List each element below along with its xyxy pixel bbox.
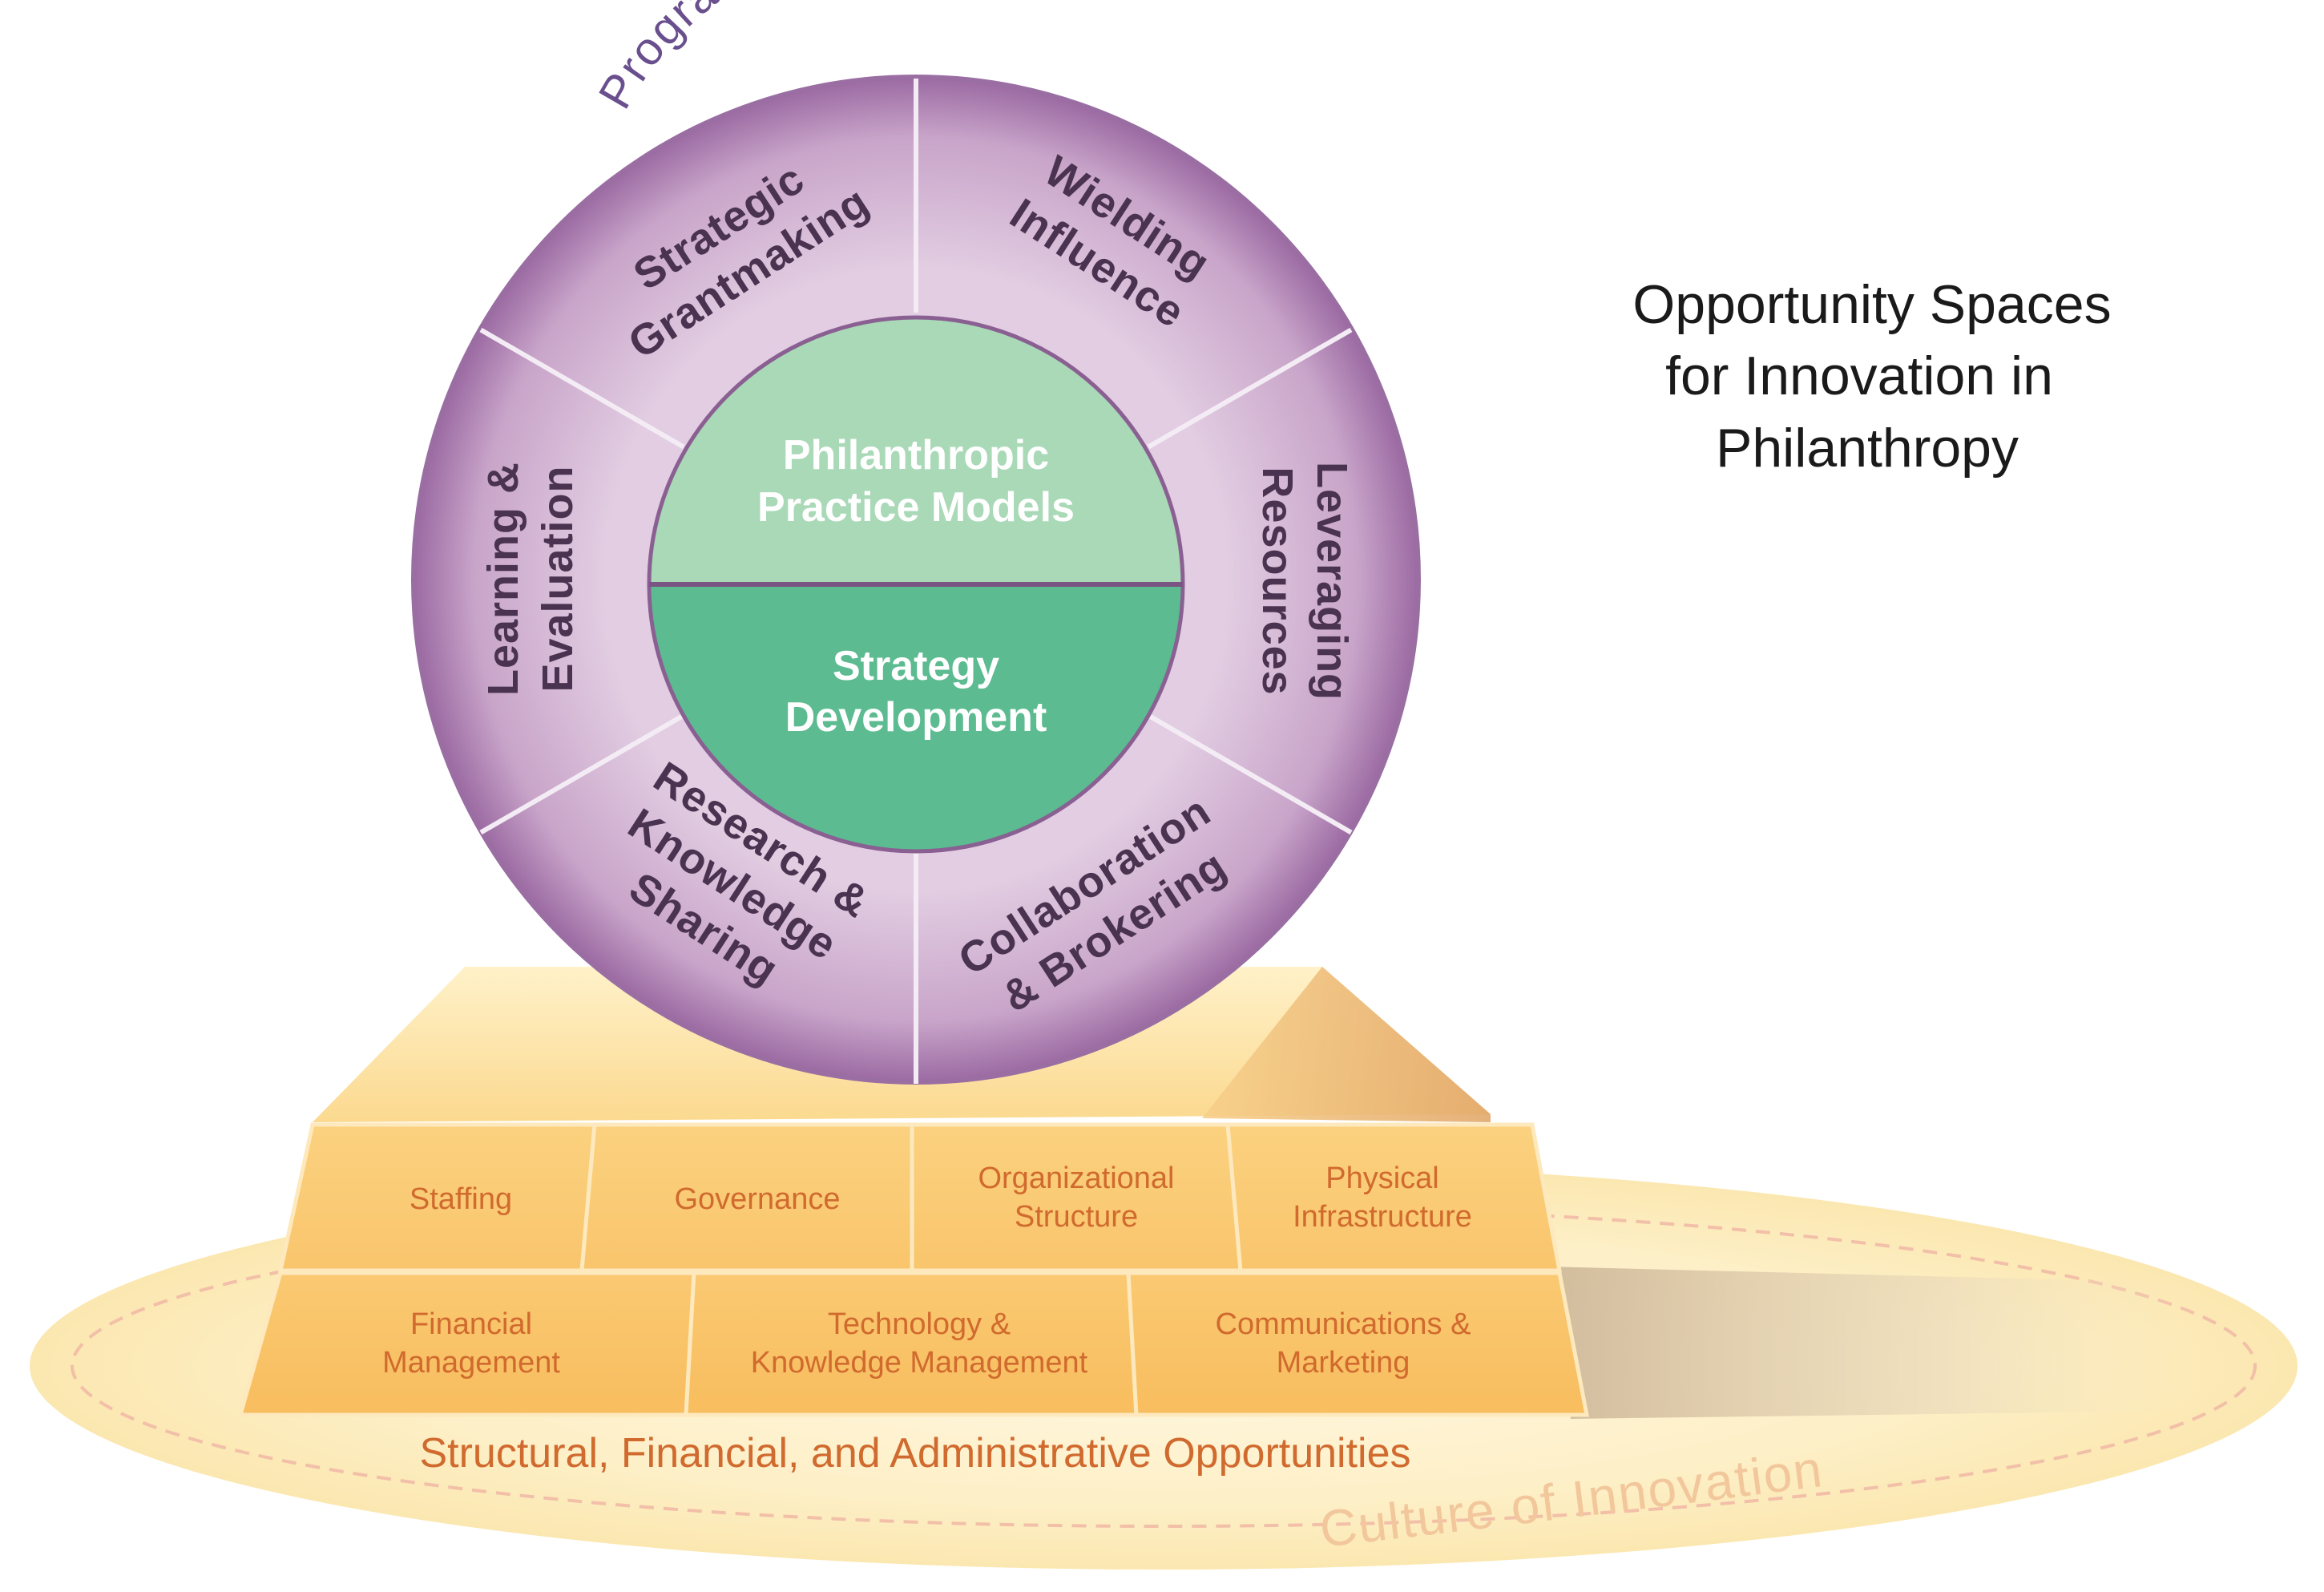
technology-knowledge-line-2: Knowledge Management: [751, 1346, 1088, 1380]
wheel-dividers: [479, 79, 1353, 1084]
physical-infrastructure-line-2: Infrastructure: [1293, 1200, 1472, 1234]
communications-marketing-line-1: Communications &: [1216, 1307, 1471, 1341]
wheel-divider: [1147, 713, 1353, 835]
title-line-2: for Innovation in: [1665, 345, 2053, 406]
leveraging-resources-line-1: Leveraging: [1308, 462, 1356, 701]
technology-knowledge-line-1: Technology &: [828, 1307, 1011, 1341]
center-top-line-1: Philanthropic: [783, 432, 1049, 479]
physical-infrastructure-line-1: Physical: [1325, 1162, 1439, 1195]
leveraging-resources-line-2: Resources: [1253, 467, 1301, 695]
center-bottom-line-1: Strategy: [833, 643, 999, 689]
financial-management-line-2: Management: [382, 1346, 560, 1380]
box-communications-marketing: [1126, 1271, 1590, 1417]
platform-row-2: [237, 1271, 1590, 1417]
box-organizational-structure: [910, 1122, 1243, 1273]
box-physical-infrastructure: [1225, 1122, 1563, 1273]
learning-evaluation-line-2: Evaluation: [534, 465, 582, 692]
financial-management-line-1: Financial: [410, 1307, 532, 1341]
communications-marketing-line-2: Marketing: [1277, 1346, 1410, 1380]
wheel-center: [647, 315, 1185, 854]
platform-row-1: [277, 1122, 1563, 1273]
title-line-3: Philanthropy: [1716, 418, 2019, 479]
wheel-divider: [479, 713, 685, 835]
center-top-line-2: Practice Models: [757, 484, 1075, 531]
segment-leveraging-resources: Leveraging Resources: [1253, 462, 1356, 701]
staffing-label: Staffing: [410, 1182, 512, 1216]
program-wheel: [411, 75, 1421, 1085]
wheel-divider: [479, 327, 685, 450]
learning-evaluation-line-1: Learning &: [479, 462, 527, 696]
organizational-structure-line-2: Structure: [1015, 1200, 1138, 1234]
box-financial-management: [237, 1271, 696, 1417]
title-line-1: Opportunity Spaces: [1632, 274, 2111, 335]
box-technology-knowledge: [684, 1271, 1139, 1417]
segment-learning-evaluation: Learning & Evaluation: [479, 462, 582, 696]
platform-shadow: [1547, 1267, 2212, 1419]
structural-opportunities-label: Structural, Financial, and Administrativ…: [419, 1430, 1410, 1477]
center-bottom-line-2: Development: [785, 694, 1047, 741]
organizational-structure-line-1: Organizational: [978, 1162, 1174, 1195]
platform-right-face: [1202, 967, 1491, 1122]
wheel-divider: [1147, 327, 1353, 450]
governance-label: Governance: [674, 1182, 840, 1216]
